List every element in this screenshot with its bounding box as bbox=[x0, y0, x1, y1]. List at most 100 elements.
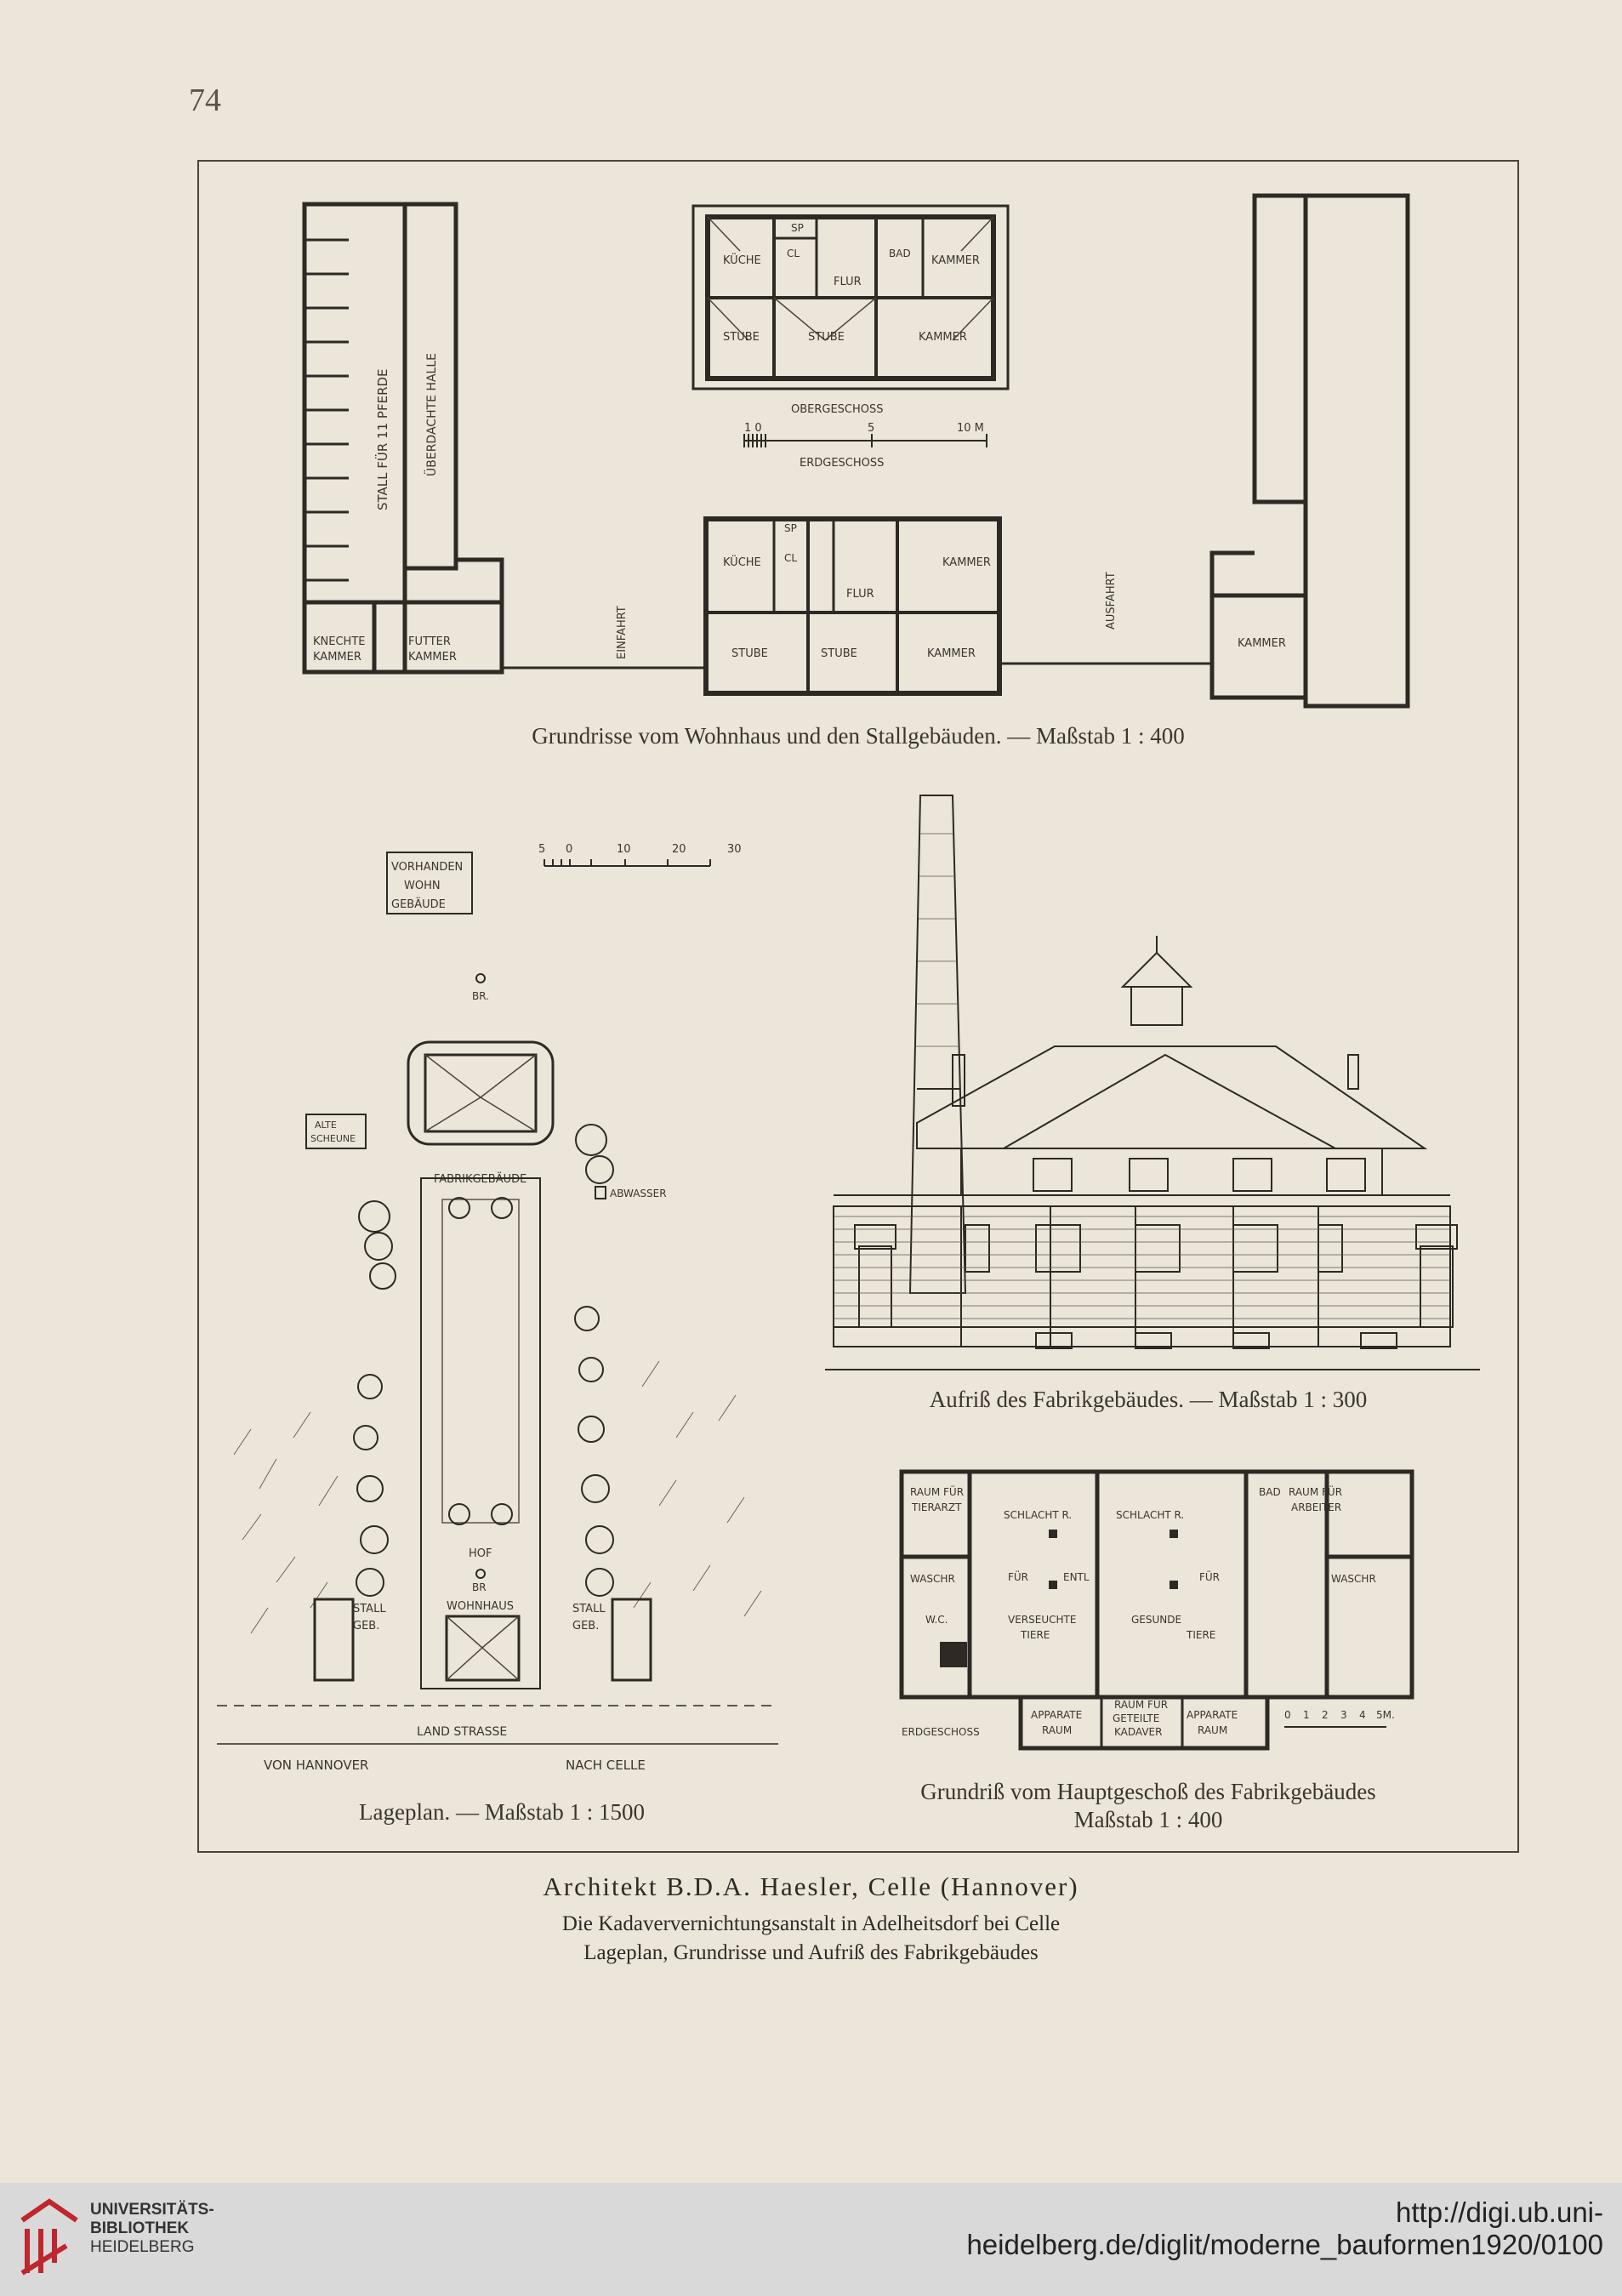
tiere-left-label: TIERE bbox=[1020, 1629, 1050, 1641]
raum-right-label: RAUM bbox=[1198, 1724, 1227, 1736]
hof-label: HOF bbox=[469, 1547, 492, 1560]
futter-kammer-label: KAMMER bbox=[408, 651, 457, 664]
floor-plan-caption-line1: Grundriß vom Hauptgeschoß des Fabrikgebä… bbox=[920, 1779, 1376, 1804]
br-label: BR bbox=[472, 1581, 487, 1593]
library-name-line1: UNIVERSITÄTS- bbox=[90, 2201, 214, 2219]
upper-sp-label: SP bbox=[791, 222, 804, 234]
landstrasse-label: LAND STRASSE bbox=[417, 1725, 507, 1739]
waschr-right-label: WASCHR bbox=[1331, 1573, 1376, 1585]
footer-line2: Die Kadaververnichtungsanstalt in Adelhe… bbox=[561, 1912, 1061, 1935]
ground-stube1-label: STUBE bbox=[731, 647, 768, 660]
apparate-right-label: APPARATE bbox=[1187, 1709, 1238, 1721]
upper-stube1-label: STUBE bbox=[723, 331, 760, 344]
factory-floor-plan: RAUM FÜR TIERARZT SCHLACHT R. SCHLACHT R… bbox=[885, 1438, 1429, 1752]
floor-plan-caption: Grundriß vom Hauptgeschoß des Fabrikgebä… bbox=[851, 1778, 1446, 1834]
erdgeschoss-label: ERDGESCHOSS bbox=[800, 457, 884, 470]
right-kammer-label: KAMMER bbox=[1238, 637, 1286, 650]
gebaeude-label: GEBÄUDE bbox=[391, 897, 446, 911]
ground-kammer2-label: KAMMER bbox=[927, 647, 976, 660]
scheune-label: SCHEUNE bbox=[310, 1133, 356, 1144]
upper-cl-label: CL bbox=[787, 248, 800, 259]
knechte-label: KNECHTE bbox=[313, 635, 365, 648]
verseuchte-label: VERSEUCHTE bbox=[1008, 1614, 1076, 1626]
library-name: UNIVERSITÄTS- BIBLIOTHEK HEIDELBERG bbox=[90, 2201, 214, 2257]
ausfahrt-label: AUSFAHRT bbox=[1105, 572, 1118, 630]
floor-plan-caption-line2: Maßstab 1 : 400 bbox=[1073, 1807, 1223, 1832]
library-name-line2: BIBLIOTHEK bbox=[90, 2219, 190, 2237]
futter-label: FUTTER bbox=[408, 635, 451, 648]
fuer-right-label: FÜR bbox=[1199, 1570, 1220, 1583]
schlacht-left-label: SCHLACHT R. bbox=[1004, 1509, 1072, 1521]
upper-stube2-label: STUBE bbox=[808, 331, 845, 344]
site-plan: VORHANDEN WOHN GEBÄUDE 5 0 10 20 30 BR. … bbox=[217, 842, 787, 1778]
entl-label: ENTL bbox=[1063, 1571, 1090, 1583]
bad-label: BAD bbox=[1259, 1486, 1281, 1498]
plate-frame bbox=[197, 160, 1519, 1853]
ground-stube2-label: STUBE bbox=[821, 647, 857, 660]
schlacht-right-label: SCHLACHT R. bbox=[1116, 1509, 1184, 1521]
site-scale-30: 30 bbox=[727, 843, 742, 856]
tierarzt-label: TIERARZT bbox=[911, 1501, 962, 1513]
ground-kueche-label: KÜCHE bbox=[723, 555, 761, 569]
raum-fuer-arbeiter-label: RAUM FÜR bbox=[1289, 1484, 1342, 1498]
stall-right-label: STALL bbox=[572, 1603, 606, 1615]
library-name-line3: HEIDELBERG bbox=[90, 2238, 195, 2256]
waschr-left-label: WASCHR bbox=[910, 1573, 955, 1585]
kammer-label: KAMMER bbox=[313, 651, 361, 664]
fp-scale-1: 1 bbox=[1303, 1709, 1310, 1721]
ground-flur-label: FLUR bbox=[846, 588, 874, 601]
abwasser-label: ABWASSER bbox=[610, 1188, 667, 1199]
page-number: 74 bbox=[189, 83, 221, 118]
vorhanden-label: VORHANDEN bbox=[391, 861, 463, 874]
scale-tick-1: 5 bbox=[868, 422, 874, 435]
upper-kammer-label: KAMMER bbox=[931, 254, 980, 267]
fp-scale-2: 2 bbox=[1322, 1709, 1329, 1721]
einfahrt-label: EINFAHRT bbox=[616, 606, 629, 659]
fp-scale-3: 3 bbox=[1340, 1709, 1347, 1721]
nach-celle-label: NACH CELLE bbox=[566, 1758, 646, 1773]
library-logo-icon bbox=[15, 2195, 83, 2280]
raum-fuer-label: RAUM FÜR bbox=[910, 1484, 964, 1498]
factory-elevation bbox=[825, 783, 1480, 1378]
footer-line3: Lageplan, Grundrisse und Aufriß des Fabr… bbox=[583, 1941, 1039, 1964]
source-url-link[interactable]: http://digi.ub.uni-heidelberg.de/diglit/… bbox=[966, 2196, 1603, 2260]
scale-tick-0: 1 0 bbox=[744, 422, 762, 435]
hall-left bbox=[402, 202, 458, 571]
wc-label: W.C. bbox=[925, 1614, 948, 1626]
site-plan-caption: Lageplan. — Maßstab 1 : 1500 bbox=[359, 1799, 645, 1825]
von-hannover-label: VON HANNOVER bbox=[264, 1758, 368, 1773]
gesunde-label: GESUNDE bbox=[1131, 1614, 1181, 1626]
top-floor-plans: STALL FÜR 11 PFERDE ÜBERDACHTE HALLE KNE… bbox=[298, 187, 1420, 715]
ground-kammer-label: KAMMER bbox=[942, 556, 991, 569]
alte-label: ALTE bbox=[315, 1120, 337, 1131]
scale-tick-2: 10 M bbox=[957, 422, 984, 435]
wohn-label: WOHN bbox=[404, 880, 441, 892]
stall-left-label: STALL bbox=[353, 1603, 386, 1615]
ground-cl-label: CL bbox=[784, 552, 797, 564]
upper-bad-label: BAD bbox=[889, 248, 911, 259]
fp-scale-5: 5M. bbox=[1376, 1709, 1395, 1721]
architect-line: Architekt B.D.A. Haesler, Celle (Hannove… bbox=[543, 1872, 1079, 1901]
site-scale-0: 0 bbox=[566, 843, 572, 856]
arbeiter-label: ARBEITER bbox=[1291, 1501, 1341, 1513]
upper-flur-label: FLUR bbox=[834, 276, 862, 288]
site-scale-10: 10 bbox=[617, 843, 631, 856]
raum-left-label: RAUM bbox=[1042, 1724, 1072, 1736]
fuer-left-label: FÜR bbox=[1008, 1570, 1028, 1583]
raum-fuer-kadaver-label: RAUM FÜR bbox=[1114, 1697, 1168, 1711]
tiere-right-label: TIERE bbox=[1186, 1629, 1215, 1641]
top-plan-caption: Grundrisse vom Wohnhaus und den Stallgeb… bbox=[532, 723, 1185, 749]
stall-label: STALL FÜR 11 PFERDE bbox=[374, 368, 390, 510]
fp-scale-4: 4 bbox=[1359, 1709, 1366, 1721]
kadaver-label: KADAVER bbox=[1114, 1726, 1162, 1738]
halle-label: ÜBERDACHTE HALLE bbox=[424, 353, 439, 476]
obergeschoss-label: OBERGESCHOSS bbox=[791, 403, 884, 416]
elevation-caption: Aufriß des Fabrikgebäudes. — Maßstab 1 :… bbox=[929, 1387, 1368, 1412]
geb-left-label: GEB. bbox=[353, 1620, 379, 1632]
upper-kammer2-label: KAMMER bbox=[919, 331, 967, 344]
site-scale-20: 20 bbox=[672, 843, 686, 856]
wohnhaus-label: WOHNHAUS bbox=[447, 1600, 514, 1613]
fabrik-erdgeschoss-label: ERDGESCHOSS bbox=[902, 1726, 980, 1738]
ground-sp-label: SP bbox=[784, 522, 797, 534]
site-scale-5: 5 bbox=[538, 843, 545, 856]
